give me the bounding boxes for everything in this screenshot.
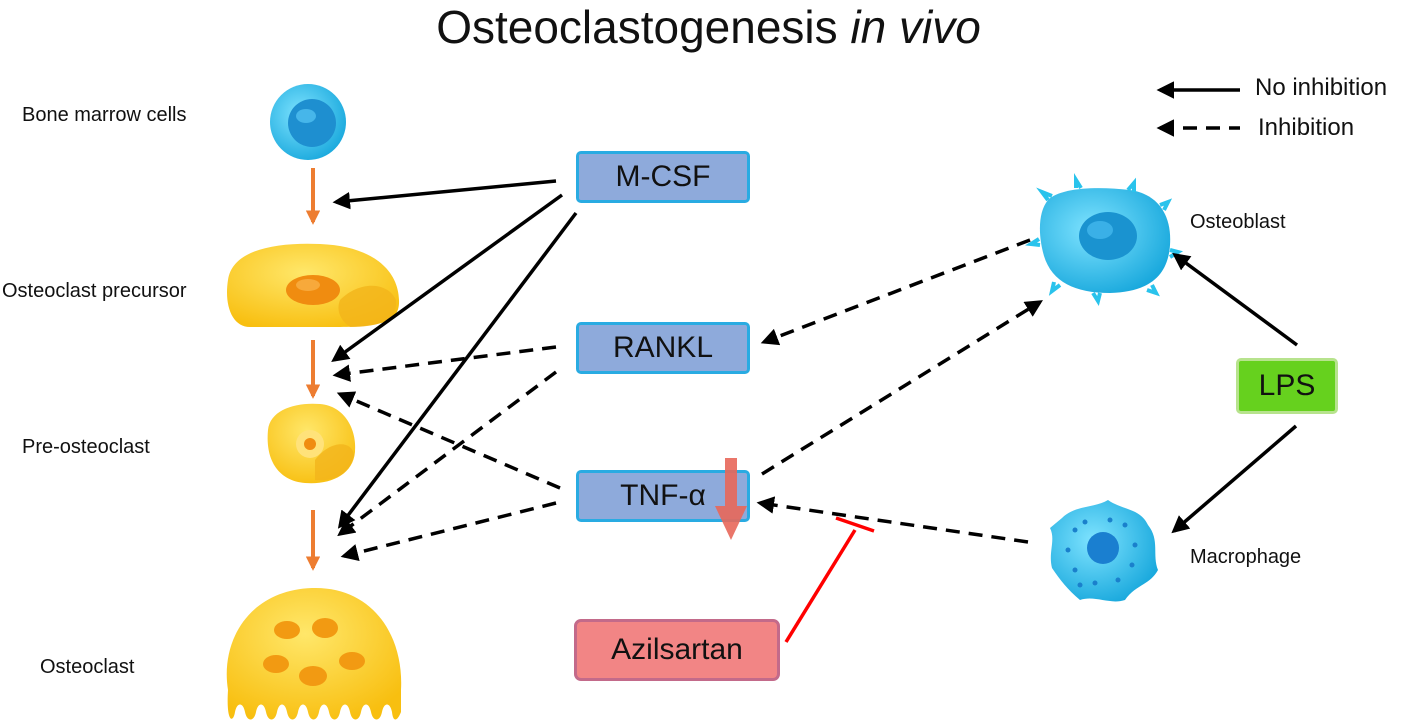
lps-to-osteoblast-arrow	[1172, 252, 1299, 347]
azilsartan-label: Azilsartan	[611, 633, 743, 666]
bone-marrow-cell-icon	[270, 84, 346, 160]
label-pre-osteoclast: Pre-osteoclast	[22, 436, 150, 458]
tnf-decrease-arrow-icon	[715, 458, 747, 540]
mcsf-to-precursor-arrow	[332, 179, 557, 210]
solid-arrows	[331, 81, 1299, 534]
rankl-box: RANKL	[576, 322, 750, 374]
title-main: Osteoclastogenesis	[436, 1, 838, 53]
legend-no-inhibition: No inhibition	[1255, 74, 1388, 101]
rankl-to-preosteoclast-arrow	[332, 345, 557, 382]
dashed-arrows	[332, 119, 1240, 562]
osteoclast-icon	[226, 587, 402, 720]
label-precursor: Osteoclast precursor	[2, 280, 187, 302]
label-macrophage: Macrophage	[1190, 546, 1302, 568]
rankl-label: RANKL	[612, 331, 714, 364]
mcsf-label: M-CSF	[615, 160, 711, 193]
lps-label: LPS	[1258, 369, 1316, 402]
tnf-label: TNF-α	[620, 479, 706, 512]
lps-to-macrophage-arrow	[1171, 424, 1298, 534]
label-osteoblast: Osteoblast	[1190, 211, 1286, 233]
mcsf-to-preosteoclast-arrow	[331, 193, 564, 363]
azilsartan-box: Azilsartan	[574, 619, 780, 681]
tnf-to-osteoclast-arrow	[340, 501, 557, 562]
osteoblast-icon	[1025, 173, 1184, 307]
lps-box: LPS	[1236, 358, 1338, 414]
tnf-to-osteoblast-arrow	[761, 300, 1043, 476]
osteoclast-precursor-icon	[226, 243, 400, 327]
legend-inhibition: Inhibition	[1258, 114, 1355, 141]
macrophage-icon	[1050, 500, 1158, 602]
page-title: Osteoclastogenesis in vivo	[0, 0, 1417, 54]
title-italic: in vivo	[850, 1, 981, 53]
label-bone-marrow: Bone marrow cells	[22, 104, 187, 126]
mcsf-to-osteoclast-arrow	[337, 211, 578, 529]
azilsartan-inhibition	[784, 516, 875, 643]
pre-osteoclast-icon	[267, 403, 356, 484]
label-osteoclast: Osteoclast	[40, 656, 135, 678]
osteoblast-to-rankl-arrow	[760, 238, 1031, 346]
tnf-to-preosteoclast-arrow	[336, 391, 561, 490]
mcsf-box: M-CSF	[576, 151, 750, 203]
